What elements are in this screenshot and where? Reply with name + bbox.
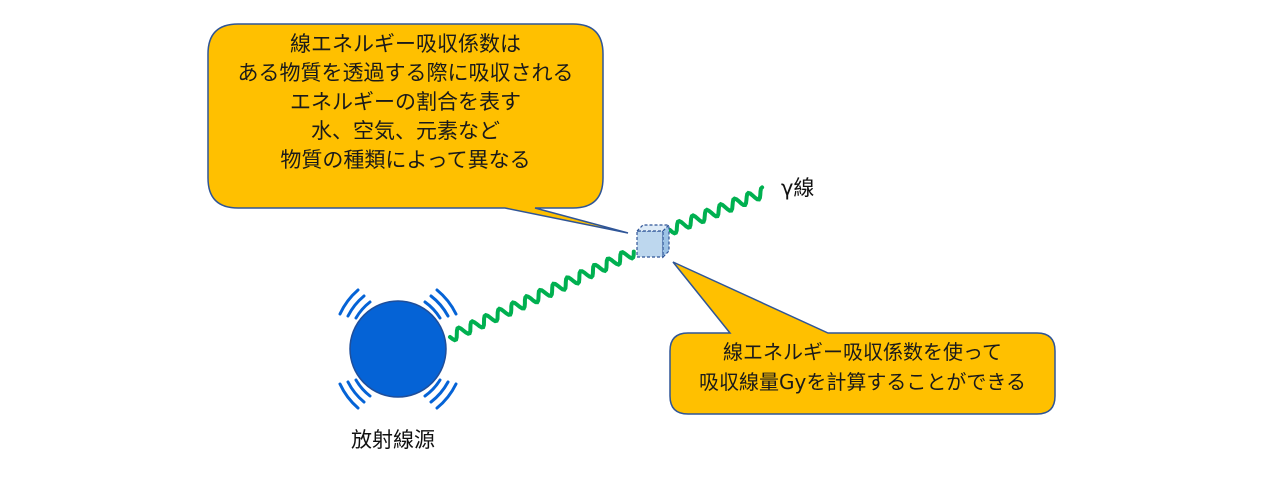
callout-bottom-text: 線エネルギー吸収係数を使って 吸収線量Gyを計算することができる <box>670 337 1055 397</box>
callout-top-line: 物質の種類によって異なる <box>280 148 531 172</box>
callout-bottom-line: 吸収線量Gyを計算することができる <box>699 370 1026 394</box>
callout-top-line: 線エネルギー吸収係数は <box>290 32 521 56</box>
callout-bottom-bubble <box>669 261 1056 415</box>
gamma-ray-wave-incoming <box>448 249 636 343</box>
gamma-ray-label: γ線 <box>781 176 815 200</box>
callout-top-line: エネルギーの割合を表す <box>290 90 521 114</box>
radiation-source-label: 放射線源 <box>351 428 435 452</box>
callout-top-line: ある物質を透過する際に吸収される <box>237 61 574 85</box>
material-cube-icon <box>635 223 671 259</box>
gamma-ray-wave-outgoing <box>668 185 765 236</box>
callout-top-line: 水、空気、元素など <box>311 119 500 143</box>
radiation-source-icon <box>338 288 458 410</box>
callout-top-bubble <box>207 23 629 234</box>
callout-bottom-line: 線エネルギー吸収係数を使って <box>723 340 1002 364</box>
callout-top-text: 線エネルギー吸収係数は ある物質を透過する際に吸収される エネルギーの割合を表す… <box>208 30 603 175</box>
